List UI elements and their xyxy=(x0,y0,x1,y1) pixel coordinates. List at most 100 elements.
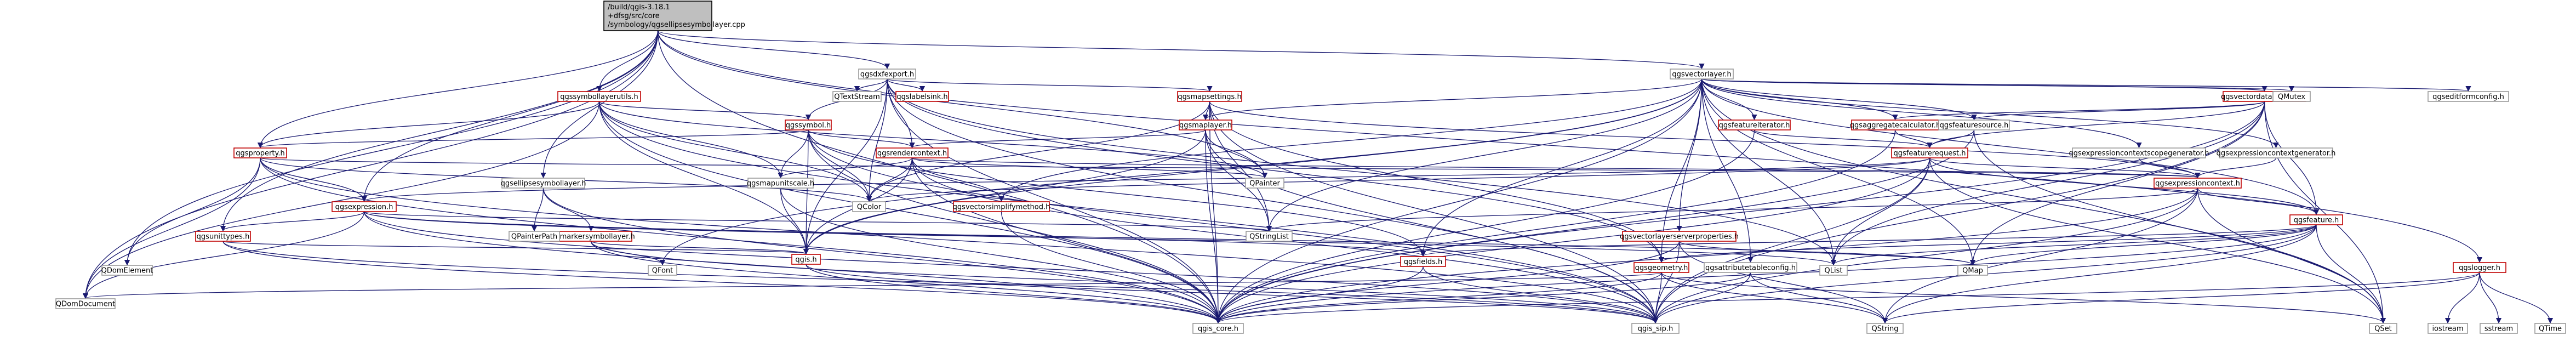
edge-qgssymbollayerutils-to-qgsmapunitscale xyxy=(598,101,784,179)
node-label: QMutex xyxy=(2278,93,2306,101)
node-qstringlist[interactable]: QStringList xyxy=(1246,231,1293,242)
node-qgsvectorlayerserverproperties[interactable]: qgsvectorlayerserverproperties.h xyxy=(1620,231,1739,242)
node-qgsexprctxscopegen[interactable]: qgsexpressioncontextscopegenerator.h xyxy=(2069,147,2209,158)
edge-qgsattributetableconfig-to-qgis_sip xyxy=(1652,272,1751,324)
node-label: QFont xyxy=(652,267,673,275)
edge-qgsfields-to-qgis_core xyxy=(1215,266,1424,324)
edge-qgslogger-to-iostream xyxy=(2444,272,2480,324)
node-label: QList xyxy=(1825,267,1843,275)
edge-qgsproperty-to-QDomDocument xyxy=(82,157,261,299)
node-label: qgsellipsesymbollayer.h xyxy=(501,180,586,188)
node-qlist[interactable]: QList xyxy=(1819,265,1848,276)
edge-qgsexpression-to-QMap xyxy=(363,211,1975,266)
edge-qgis-to-qgis_core xyxy=(806,264,1221,324)
node-qgsmapsettings[interactable]: qgsmapsettings.h xyxy=(1177,91,1242,102)
edge-qgssymbol-to-qgsrendercontext xyxy=(808,129,915,149)
node-qgsfeaturesource[interactable]: qgsfeaturesource.h xyxy=(1938,120,2010,130)
edge-qgsgeometry-to-QDomDocument xyxy=(83,272,1662,299)
node-root-file[interactable]: /build/qgis-3.18.1 +dfsg/src/core /symbo… xyxy=(603,1,745,31)
node-qstring[interactable]: QString xyxy=(1866,323,1904,334)
node-label: iostream xyxy=(2432,325,2463,333)
edge-qgsfeaturerequest-to-QSet xyxy=(1929,157,2386,324)
node-iostream[interactable]: iostream xyxy=(2428,323,2468,334)
edge-qgsvectorlayer-to-qgsvectordataprovider xyxy=(1701,78,2267,92)
node-qpainter[interactable]: QPainter xyxy=(1245,178,1284,189)
edge-qgsvectordataprovider-to-qgsfeaturerequest xyxy=(1927,101,2265,149)
edge-root-to-QPainter xyxy=(657,30,1268,179)
edge-qgsfeature-to-qgsgeometry xyxy=(1659,224,2317,263)
node-qgsvectorlayer[interactable]: qgsvectorlayer.h xyxy=(1670,69,1734,79)
node-qgsaggregatecalculator[interactable]: qgsaggregatecalculator.h xyxy=(1850,120,1940,130)
node-qgis[interactable]: qgis.h xyxy=(791,254,821,265)
node-qgsproperty[interactable]: qgsproperty.h xyxy=(233,147,287,158)
node-qfont[interactable]: QFont xyxy=(648,265,677,276)
edge-qgsrendercontext-to-QPainter xyxy=(911,157,1267,179)
node-qgsmarkersymbollayer[interactable]: qgsmarkersymbollayer.h xyxy=(547,231,635,242)
node-qgis-core[interactable]: qgis_core.h xyxy=(1192,323,1244,334)
edge-qgsmarkersymbollayer-to-qgis_sip xyxy=(590,241,1658,324)
node-qmap[interactable]: QMap xyxy=(1957,265,1988,276)
node-qgsdxfexport[interactable]: qgsdxfexport.h xyxy=(858,69,916,79)
edge-qgsgeometry-to-qgis_core xyxy=(1215,272,1662,324)
node-label: qgsrendercontext.h xyxy=(877,150,947,158)
node-qgsexprctxgen[interactable]: qgsexpressioncontextgenerator.h xyxy=(2217,147,2336,158)
node-qgslogger[interactable]: qgslogger.h xyxy=(2453,262,2506,273)
node-qgsexpression[interactable]: qgsexpression.h xyxy=(332,201,397,212)
node-qgssymbol[interactable]: qgssymbol.h xyxy=(785,120,832,130)
node-qgsvectorsimplifymethod[interactable]: qgsvectorsimplifymethod.h xyxy=(953,201,1050,212)
node-qcolor[interactable]: QColor xyxy=(852,201,886,212)
edge-qgsfeature-to-qgsfields xyxy=(1420,224,2317,257)
node-qgsexpressioncontext[interactable]: qgsexpressioncontext.h xyxy=(2154,178,2242,189)
node-qgsfeatureiterator[interactable]: qgsfeatureiterator.h xyxy=(1718,120,1791,130)
node-qgsrendercontext[interactable]: qgsrendercontext.h xyxy=(876,147,949,158)
root-line-1: /build/qgis-3.18.1 xyxy=(608,3,670,12)
node-qgsattributetableconfig[interactable]: qgsattributetableconfig.h xyxy=(1704,262,1797,273)
edge-qgsfeaturerequest-to-qgsexpressioncontext xyxy=(1929,157,2201,179)
edge-qgsmapunitscale-to-qgis_core xyxy=(780,187,1221,324)
edge-qgsmaplayer-to-qgis_core xyxy=(1205,129,1221,324)
node-qgsfields[interactable]: qgsfields.h xyxy=(1400,256,1446,267)
node-label: QString xyxy=(1871,325,1898,333)
node-qgsfeaturerequest[interactable]: qgsfeaturerequest.h xyxy=(1891,147,1968,158)
edge-qgsvectorlayer-to-qgsvectorsimplifymethod xyxy=(998,78,1703,202)
node-qgseditformconfig[interactable]: qgseditformconfig.h xyxy=(2428,91,2509,102)
node-qgsunittypes[interactable]: qgsunittypes.h xyxy=(195,231,251,242)
node-qgsmaplayer[interactable]: qgsmaplayer.h xyxy=(1179,120,1232,130)
node-qgssymbollayerutils[interactable]: qgssymbollayerutils.h xyxy=(557,91,641,102)
edge-qgsfeaturerequest-to-qgsfeature xyxy=(1929,157,2320,215)
node-qgsfeature[interactable]: qgsfeature.h xyxy=(2289,214,2343,225)
node-qgslabelsink[interactable]: qgslabelsink.h xyxy=(895,91,949,102)
edge-qgsexpressioncontext-to-QStringList xyxy=(1266,187,2198,232)
node-qgsmapunitscale[interactable]: qgsmapunitscale.h xyxy=(747,178,814,189)
edge-qgsvectordataprovider-to-QList xyxy=(1830,101,2265,266)
node-qgsgeometry[interactable]: qgsgeometry.h xyxy=(1633,262,1689,273)
node-label: qgis.h xyxy=(795,256,816,264)
edge-qgslogger-to-QString xyxy=(1882,272,2480,324)
edge-qgsexpression-to-qgsunittypes xyxy=(220,211,365,232)
node-label: QDomElement xyxy=(101,267,153,275)
node-qgis-sip[interactable]: qgis_sip.h xyxy=(1631,323,1680,334)
edge-qgssymbollayerutils-to-qgsproperty xyxy=(257,101,600,149)
edge-qgsfeaturerequest-to-qgis_core xyxy=(1215,157,1930,324)
node-qset[interactable]: QSet xyxy=(2369,323,2397,334)
node-qgsellipsesymbollayer[interactable]: qgsellipsesymbollayer.h xyxy=(501,178,586,189)
edge-qgsmaplayer-to-QPainter xyxy=(1205,129,1268,179)
edge-qgssymbollayerutils-to-QDomDocument xyxy=(82,101,600,299)
edge-qgsdxfexport-to-qgslabelsink xyxy=(887,78,926,92)
node-qtextstream[interactable]: QTextStream xyxy=(832,91,882,102)
node-qmutex[interactable]: QMutex xyxy=(2272,91,2311,102)
node-label: qgslabelsink.h xyxy=(896,93,947,101)
node-label: QSet xyxy=(2374,325,2392,333)
node-qtime[interactable]: QTime xyxy=(2534,323,2566,334)
edge-qgsvectorlayer-to-qgis xyxy=(803,78,1703,255)
node-sstream[interactable]: sstream xyxy=(2480,323,2518,334)
node-label: qgsaggregatecalculator.h xyxy=(1850,122,1940,130)
node-qdomelement[interactable]: QDomElement xyxy=(101,265,153,276)
edge-root-to-QDomDocument xyxy=(82,30,659,299)
edge-root-to-qgssymbollayerutils xyxy=(596,30,659,92)
edge-qgsproperty-to-qgsexpressioncontext xyxy=(260,157,2200,179)
node-qdomdocument[interactable]: QDomDocument xyxy=(55,298,116,309)
node-label: qgsexpression.h xyxy=(335,203,393,212)
edge-qgsvectorlayer-to-qgseditformconfig xyxy=(1701,78,2471,92)
node-qpainterpath[interactable]: QPainterPath xyxy=(509,231,560,242)
